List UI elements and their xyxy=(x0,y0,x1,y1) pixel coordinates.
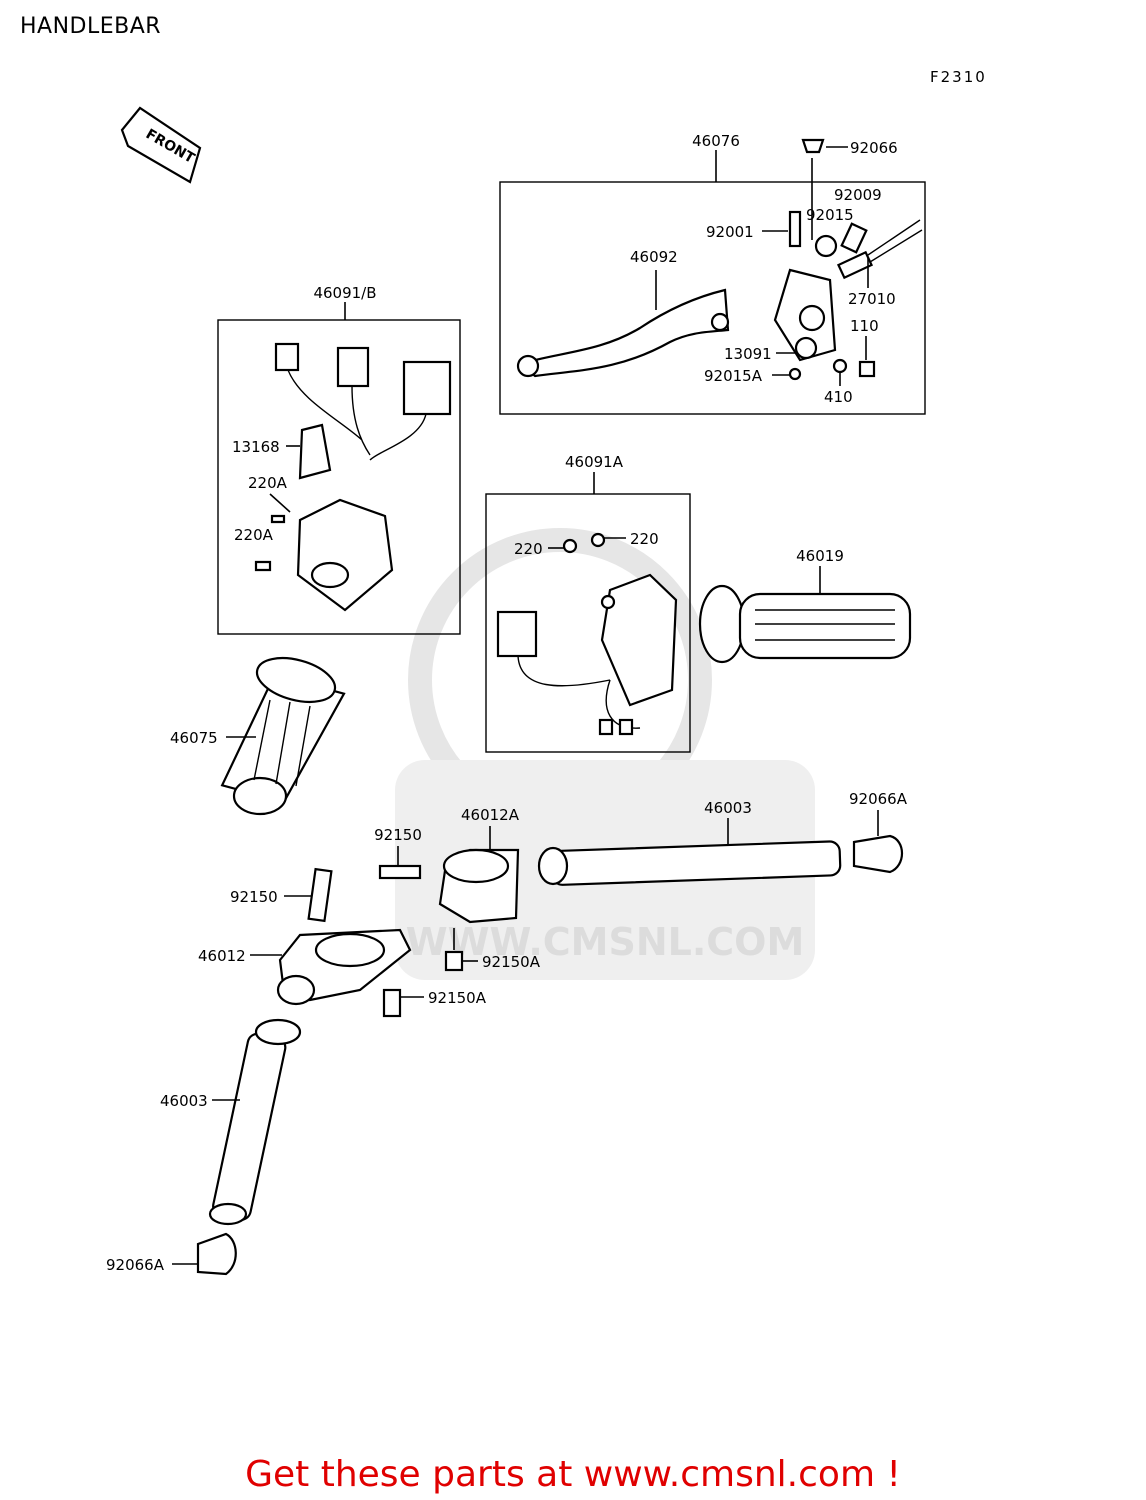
label-92150A-1: 92150A xyxy=(482,953,541,971)
screw-220A-2 xyxy=(254,560,272,572)
label-410: 410 xyxy=(824,388,853,406)
label-27010: 27010 xyxy=(848,290,896,308)
label-110: 110 xyxy=(850,317,879,335)
label-92001: 92001 xyxy=(706,223,754,241)
washer-92015 xyxy=(814,234,838,258)
label-92015: 92015 xyxy=(806,206,854,224)
bolt-92150-2 xyxy=(307,867,333,923)
label-220A-1: 220A xyxy=(248,474,288,492)
label-220A-2: 220A xyxy=(234,526,274,544)
end-cap-92066A-top xyxy=(852,834,904,874)
front-arrow-icon: FRONT xyxy=(120,106,202,184)
clutch-lever xyxy=(516,288,730,378)
bolt-92150-1 xyxy=(378,864,422,880)
end-cap-92066A-bottom xyxy=(196,1232,237,1276)
screw-92009 xyxy=(840,222,868,254)
label-92150A-2: 92150A xyxy=(428,989,487,1007)
page-title: HANDLEBAR xyxy=(20,14,162,39)
label-46092: 46092 xyxy=(630,248,678,266)
switch-27010 xyxy=(836,250,874,280)
watermark-text: WWW.CMSNL.COM xyxy=(406,920,805,964)
clamp-46012A xyxy=(438,848,520,924)
label-220-2: 220 xyxy=(630,530,659,548)
figure-code: F2310 xyxy=(930,68,987,86)
bolt-92150A-1 xyxy=(444,950,464,972)
label-46012: 46012 xyxy=(198,947,246,965)
right-switch-box xyxy=(485,493,691,753)
label-46019: 46019 xyxy=(796,547,844,565)
screw-220-2 xyxy=(590,532,606,548)
label-46076: 46076 xyxy=(692,132,740,150)
label-46003-bottom: 46003 xyxy=(160,1092,208,1110)
screw-220A-1 xyxy=(270,514,286,524)
label-92066A-bottom: 92066A xyxy=(106,1256,165,1274)
parts-diagram: WWW.CMSNL.COM FRONT xyxy=(106,106,926,1276)
left-switch-box xyxy=(217,319,461,635)
label-46075: 46075 xyxy=(170,729,218,747)
bolt-92066 xyxy=(801,138,825,154)
nut-410 xyxy=(832,358,848,374)
footer-promo-link[interactable]: Get these parts at www.cmsnl.com ! xyxy=(245,1454,901,1495)
label-220-1: 220 xyxy=(514,540,543,558)
label-92150-1: 92150 xyxy=(374,826,422,844)
label-46003-top: 46003 xyxy=(704,799,752,817)
handlebar-right xyxy=(537,840,842,886)
screw-220-1 xyxy=(562,538,578,554)
washer-92015A xyxy=(788,367,802,381)
label-46012A: 46012A xyxy=(461,806,520,824)
left-switch-housing xyxy=(274,342,452,612)
handlebar-left xyxy=(208,1018,302,1226)
label-92009: 92009 xyxy=(834,186,882,204)
screw-110 xyxy=(858,360,876,378)
label-92015A: 92015A xyxy=(704,367,763,385)
lever-assembly-box xyxy=(499,181,926,415)
bolt-92001 xyxy=(788,210,802,248)
label-92066: 92066 xyxy=(850,139,898,157)
label-13168: 13168 xyxy=(232,438,280,456)
label-92066A-top: 92066A xyxy=(849,790,908,808)
right-switch-housing xyxy=(496,573,678,736)
label-46091A: 46091A xyxy=(565,453,624,471)
throttle-grip-46019 xyxy=(698,584,912,664)
label-92150-2: 92150 xyxy=(230,888,278,906)
clamp-46012 xyxy=(276,928,412,1006)
label-46091B: 46091/B xyxy=(313,284,376,302)
bolt-92150A-2 xyxy=(382,988,402,1018)
left-grip-46075 xyxy=(220,656,346,816)
label-13091: 13091 xyxy=(724,345,772,363)
lever-perch xyxy=(773,268,837,362)
